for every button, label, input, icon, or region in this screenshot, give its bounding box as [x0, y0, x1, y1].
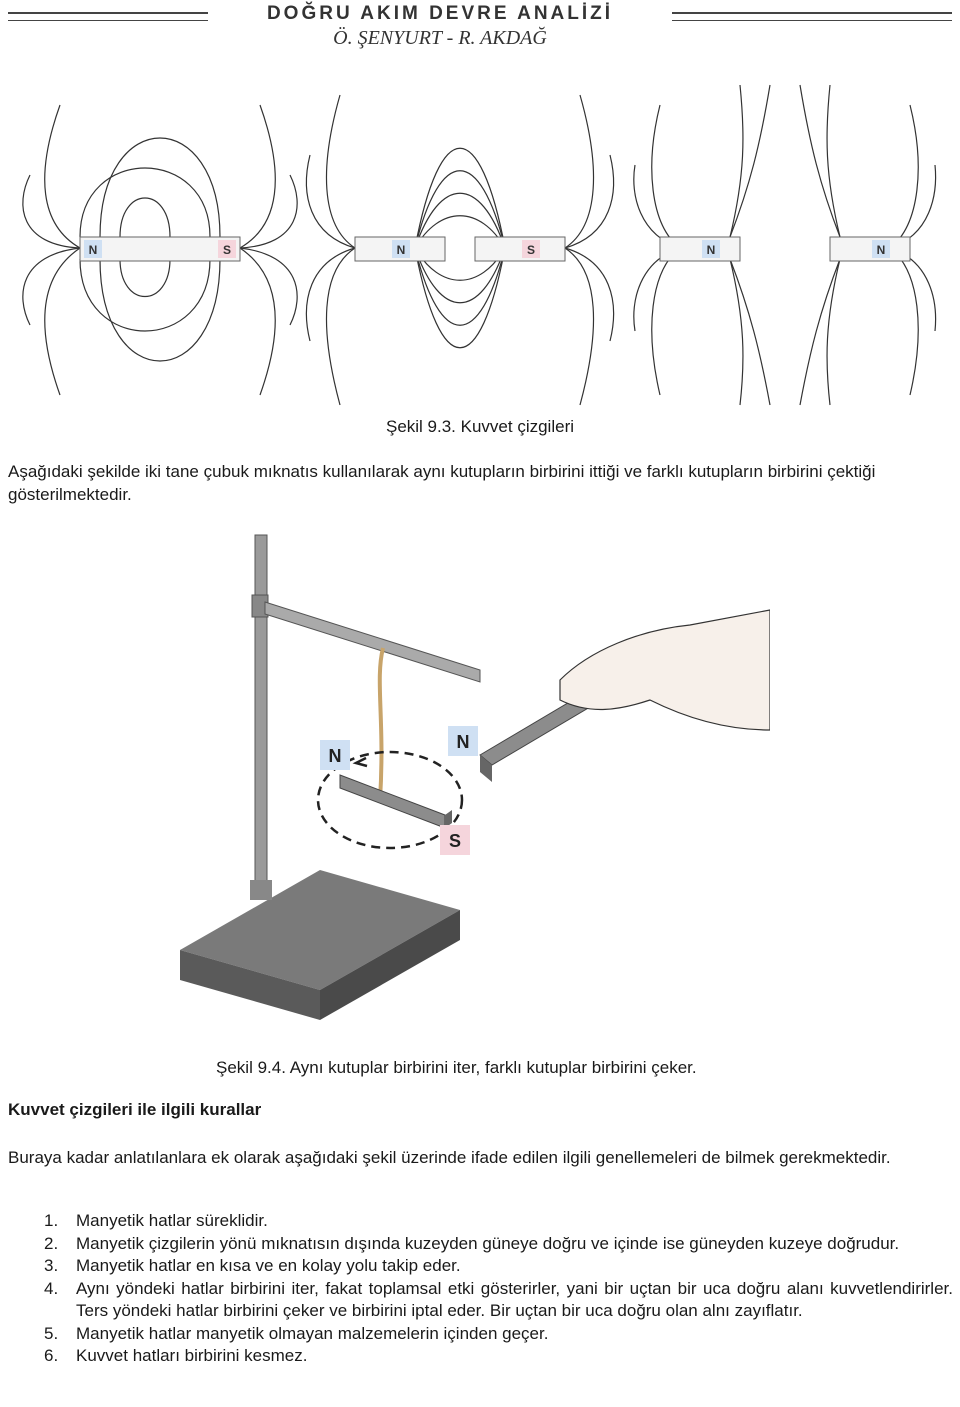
list-text: Manyetik hatlar manyetik olmayan malzeme… [76, 1323, 549, 1343]
stand-base [180, 870, 460, 1020]
svg-text:N: N [457, 732, 470, 752]
document-authors: Ö. ŞENYURT - R. AKDAĞ [333, 27, 547, 49]
hand [559, 609, 770, 731]
hanging-magnet [339, 774, 452, 829]
rotation-path [316, 750, 464, 850]
list-item: 3. Manyetik hatlar en kısa ve en kolay yo… [8, 1255, 953, 1278]
svg-text:N: N [707, 243, 716, 257]
panel-single-magnet [22, 104, 298, 396]
label-hanging-north: N [320, 740, 350, 770]
list-item: 2. Manyetik çizgilerin yönü mıknatısın dı… [8, 1233, 953, 1256]
list-number: 1. [44, 1211, 59, 1230]
string [377, 647, 385, 801]
stand-arm [264, 601, 481, 683]
figure-magnet-stand: N N S [180, 534, 770, 1020]
list-number: 3. [44, 1256, 59, 1275]
list-text: Manyetik hatlar en kısa ve en kolay yolu… [76, 1256, 461, 1275]
svg-text:S: S [527, 243, 535, 257]
svg-text:S: S [449, 831, 461, 851]
header-rule-right [672, 12, 952, 21]
figure-caption-9-4: Şekil 9.4. Aynı kutuplar birbirini iter,… [216, 1058, 697, 1077]
svg-text:N: N [877, 243, 886, 257]
panel-repulsion [633, 84, 937, 406]
list-number: 5. [44, 1323, 59, 1343]
list-number: 4. [44, 1278, 59, 1298]
figure-field-lines: N S N S [22, 84, 937, 406]
list-text: Manyetik çizgilerin yönü mıknatısın dışı… [76, 1233, 900, 1253]
figure-caption-9-3: Şekil 9.3. Kuvvet çizgileri [385, 417, 575, 436]
magnet-3-right: N [829, 236, 911, 262]
list-number: 6. [44, 1346, 59, 1365]
document-title: DOĞRU AKIM DEVRE ANALİZİ [266, 3, 614, 24]
label-hand-north: N [448, 726, 478, 756]
intro-paragraph: Aşağıdaki şekilde iki tane çubuk mıknatı… [8, 462, 876, 504]
stand-pole [250, 534, 272, 900]
svg-text:S: S [223, 243, 231, 257]
list-item: 5. Manyetik hatlar manyetik olmayan malze… [8, 1323, 953, 1346]
magnet-2-south: S [474, 236, 566, 262]
list-item: 4. Aynı yöndeki hatlar birbirini iter, fa… [8, 1278, 953, 1323]
section-intro: Buraya kadar anlatılanlara ek olarak aşa… [8, 1148, 891, 1167]
magnet-1: N S [79, 236, 241, 262]
label-hanging-south: S [440, 825, 470, 855]
section-heading: Kuvvet çizgileri ile ilgili kurallar [8, 1100, 262, 1119]
list-text: Aynı yöndeki hatlar birbirini iter, faka… [76, 1278, 953, 1321]
list-number: 2. [44, 1233, 59, 1253]
header-rule-left [8, 12, 208, 21]
list-item: 6. Kuvvet hatları birbirini kesmez. [8, 1345, 953, 1368]
magnet-2-north: N [354, 236, 446, 262]
svg-text:N: N [89, 243, 98, 257]
list-item: 1. Manyetik hatlar süreklidir. [8, 1210, 953, 1233]
svg-text:N: N [397, 243, 406, 257]
panel-attraction [305, 94, 615, 406]
magnet-3-left: N [659, 236, 741, 262]
page-header: DOĞRU AKIM DEVRE ANALİZİ Ö. ŞENYURT - R.… [0, 0, 960, 60]
rules-list: 1. Manyetik hatlar süreklidir. 2. Manyetik… [8, 1210, 953, 1368]
svg-text:N: N [329, 746, 342, 766]
list-text: Manyetik hatlar süreklidir. [76, 1211, 268, 1230]
list-text: Kuvvet hatları birbirini kesmez. [76, 1346, 308, 1365]
